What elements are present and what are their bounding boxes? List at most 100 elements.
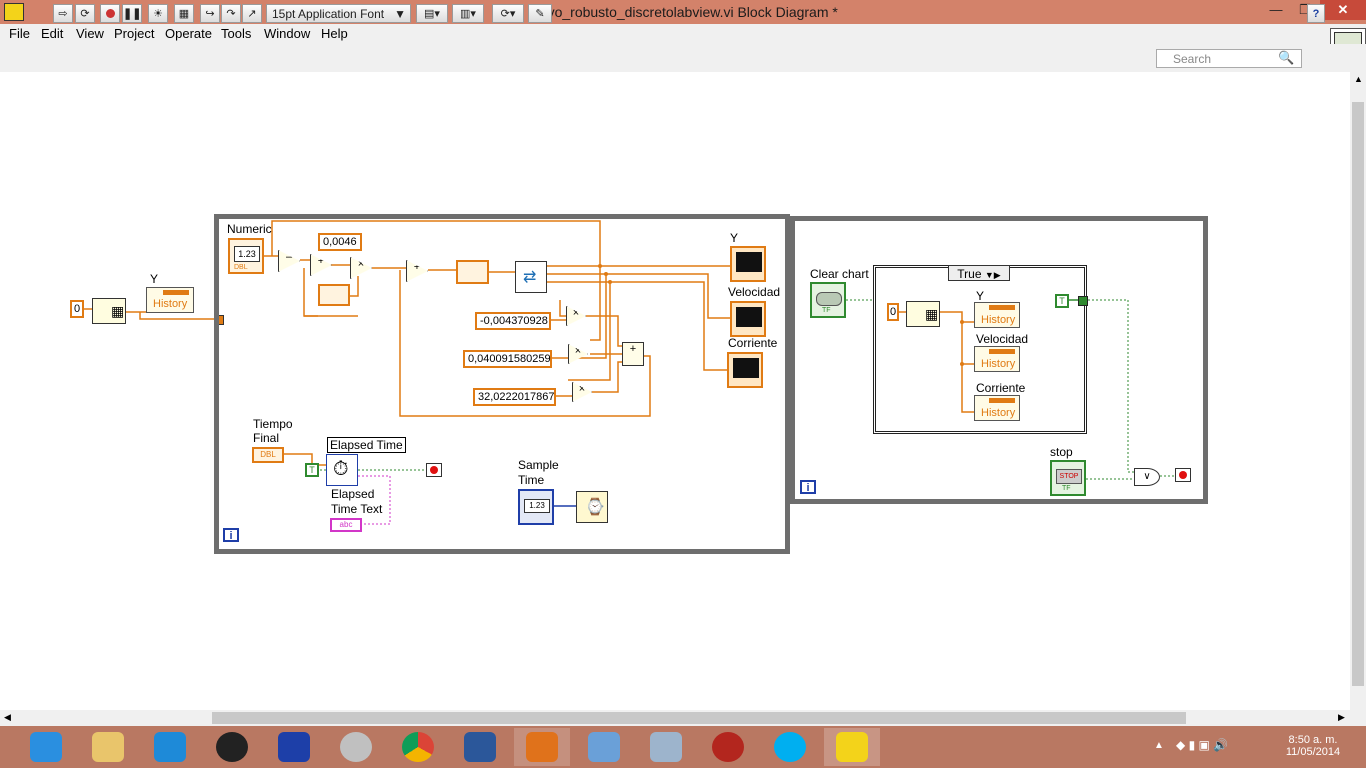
menu-help[interactable]: Help [321, 26, 348, 41]
minimize-icon[interactable]: — [1269, 2, 1283, 17]
y-history-property-node[interactable]: History [974, 302, 1020, 328]
numeric-control[interactable]: 1.23 DBL [228, 238, 264, 274]
align-objects-icon[interactable]: ▤▾ [416, 4, 448, 23]
shift-register-node[interactable] [318, 284, 350, 306]
while-loop-main[interactable] [214, 214, 790, 554]
taskbar-isis[interactable] [266, 728, 322, 766]
clock[interactable]: 8:50 a. m. 11/05/2014 [1270, 734, 1356, 758]
history-property-node-left[interactable]: History [146, 287, 194, 313]
build-waveform-node[interactable]: ⇄ [515, 261, 547, 293]
taskbar-hp[interactable] [328, 728, 384, 766]
taskbar-bug[interactable] [700, 728, 756, 766]
elapsed-time-text-indicator[interactable]: abc [330, 518, 362, 532]
elapsed-time-express-vi[interactable]: ⏱ [326, 454, 358, 486]
case-selector[interactable]: True ▼▶ [948, 265, 1010, 281]
corriente-history-property-node[interactable]: History [974, 395, 1020, 421]
taskbar-printer[interactable] [638, 728, 694, 766]
step-out-icon[interactable]: ↗ [242, 4, 262, 23]
taskbar-network[interactable] [576, 728, 632, 766]
true-constant-1[interactable]: T [305, 463, 319, 477]
horizontal-scroll-thumb[interactable] [212, 712, 1186, 724]
restore-icon[interactable]: ❐ [1299, 2, 1311, 17]
context-help-icon[interactable]: ? [1307, 4, 1325, 23]
menu-edit[interactable]: Edit [41, 26, 64, 41]
chevron-down-icon: ▼▶ [984, 270, 1001, 280]
init-constant-case[interactable]: 0 [887, 303, 899, 321]
menu-file[interactable]: File [9, 26, 30, 41]
initialize-array-node-case[interactable]: ▦ [906, 301, 940, 327]
taskbar-camera[interactable] [204, 728, 260, 766]
taskbar-skype[interactable] [762, 728, 818, 766]
pause-icon[interactable]: ❚❚ [122, 4, 142, 23]
init-constant-left[interactable]: 0 [70, 300, 84, 318]
initialize-array-node-left[interactable]: ▦ [92, 298, 126, 324]
scroll-right-icon[interactable]: ▶ [1338, 712, 1345, 722]
vertical-scrollbar[interactable]: ▲ [1350, 72, 1366, 710]
taskbar-ie[interactable] [18, 728, 74, 766]
horizontal-scrollbar[interactable]: ◀ ▶ [0, 710, 1366, 726]
step-into-icon[interactable]: ↪ [200, 4, 220, 23]
y-waveform-chart-terminal[interactable] [730, 246, 766, 282]
corriente-chart-terminal[interactable] [727, 352, 763, 388]
run-icon[interactable]: ⇨ [53, 4, 73, 23]
menu-operate[interactable]: Operate [165, 26, 212, 41]
distribute-objects-icon[interactable]: ▥▾ [452, 4, 484, 23]
constant-c[interactable]: 32,0222017867 [473, 388, 556, 406]
clear-chart-button-terminal[interactable]: TF [810, 282, 846, 318]
wait-ms-node[interactable]: ⌚ [576, 491, 608, 523]
font-select[interactable]: 15pt Application Font▼ [266, 4, 411, 23]
hp-icon [340, 732, 372, 762]
reorder-icon[interactable]: ⟳▾ [492, 4, 524, 23]
ladybug-icon [712, 732, 744, 762]
highlight-execution-icon[interactable]: ☀ [148, 4, 168, 23]
constant-0046[interactable]: 0,0046 [318, 233, 362, 251]
search-input[interactable]: Search [1156, 49, 1302, 68]
taskbar-chrome[interactable] [390, 728, 446, 766]
taskbar-word[interactable] [452, 728, 508, 766]
sample-time-label: Sample Time [518, 458, 559, 487]
stop-terminal-loop1[interactable] [426, 463, 442, 477]
tray-arrow-icon[interactable]: ▲ [1154, 740, 1164, 751]
velocidad-chart-terminal[interactable] [730, 301, 766, 337]
tiempo-final-control[interactable]: DBL [252, 447, 284, 463]
taskbar-labview[interactable] [824, 728, 880, 766]
while-loop-clear[interactable] [790, 216, 1208, 504]
retain-wire-values-icon[interactable]: ▦ [174, 4, 194, 23]
elapsed-time-label: Elapsed Time [327, 437, 406, 453]
labview-app-icon[interactable] [4, 3, 24, 21]
search-icon[interactable]: 🔍 [1278, 50, 1295, 65]
taskbar-rocket[interactable] [142, 728, 198, 766]
tray-icons[interactable]: ◆ ▮ ▣ 🔊 [1176, 738, 1229, 752]
menu-tools[interactable]: Tools [221, 26, 252, 41]
constant-b[interactable]: 0,040091580259 [463, 350, 552, 368]
velocidad-history-property-node[interactable]: History [974, 346, 1020, 372]
stop-button-text: STOP [1056, 469, 1082, 484]
cleanup-diagram-icon[interactable]: ✎ [528, 4, 552, 23]
feedback-node[interactable] [456, 260, 489, 284]
network-icon [588, 732, 620, 762]
menu-window[interactable]: Window [264, 26, 311, 41]
run-continuously-icon[interactable]: ⟳ [75, 4, 95, 23]
true-constant-2[interactable]: T [1055, 294, 1069, 308]
block-diagram-canvas[interactable] [0, 72, 1350, 710]
stop-label: stop [1050, 445, 1073, 459]
vertical-scroll-thumb[interactable] [1352, 102, 1364, 686]
or-node[interactable]: ∨ [1134, 468, 1160, 486]
taskbar-explorer[interactable] [80, 728, 136, 766]
compound-add-node[interactable]: + [622, 342, 644, 366]
taskbar-matlab[interactable] [514, 728, 570, 766]
chrome-icon [402, 732, 434, 762]
abort-icon[interactable] [100, 4, 120, 23]
step-over-icon[interactable]: ↷ [221, 4, 241, 23]
menu-project[interactable]: Project [114, 26, 155, 41]
history-label-velocidad: History [981, 358, 1016, 370]
scroll-up-icon[interactable]: ▲ [1354, 74, 1363, 84]
stop-terminal-loop2[interactable] [1175, 468, 1191, 482]
menu-view[interactable]: View [76, 26, 104, 41]
scroll-left-icon[interactable]: ◀ [4, 712, 11, 722]
close-icon[interactable]: ✕ [1320, 0, 1366, 20]
stop-button-terminal[interactable]: STOP TF [1050, 460, 1086, 496]
sample-time-control[interactable]: 1.23 [518, 489, 554, 525]
constant-a[interactable]: -0,004370928 [475, 312, 551, 330]
